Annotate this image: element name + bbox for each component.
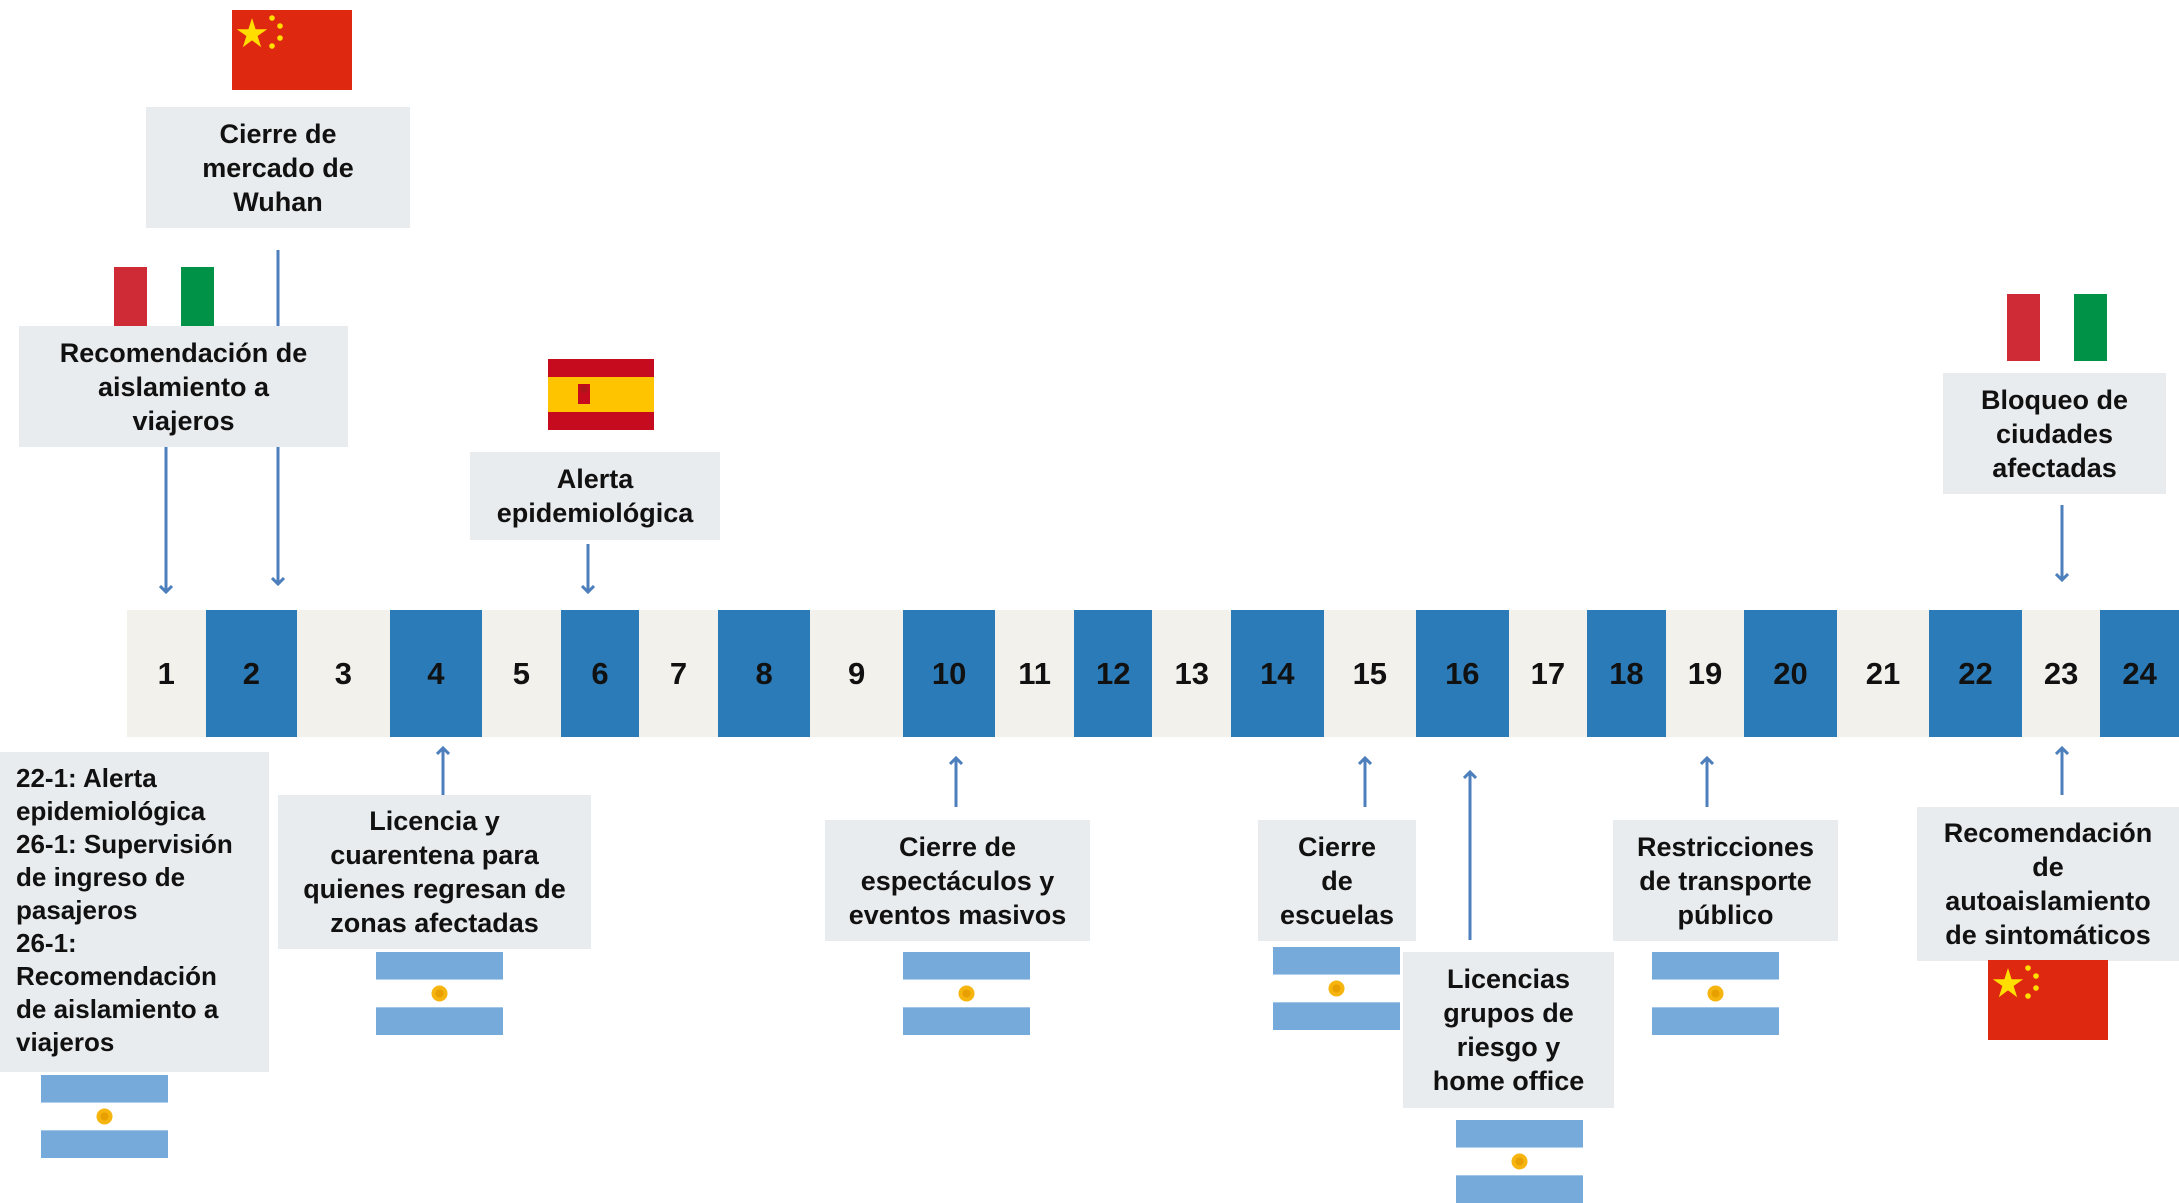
event-text-line: espectáculos y (860, 865, 1055, 896)
event-text-line: de (2032, 852, 2064, 882)
timeline-day-19: 19 (1665, 610, 1745, 737)
event-text-line: de ingreso de (16, 862, 186, 892)
china-flag (232, 10, 352, 90)
event-text-line: aislamiento a (97, 371, 270, 402)
timeline-day-16: 16 (1416, 610, 1509, 737)
event-box-self-isolation: Recomendación de autoaislamiento de sintomá… (1917, 807, 2179, 961)
spain-flag (548, 359, 654, 430)
event-text-line: de aislamiento a (16, 994, 219, 1024)
event-text-line: autoaislamiento (1945, 886, 2151, 916)
event-text-line: pasajeros (16, 895, 138, 925)
timeline-day-18: 18 (1587, 610, 1666, 737)
timeline-day-22: 22 (1929, 610, 2022, 737)
timeline-day-4: 4 (389, 610, 483, 737)
china-flag (1988, 960, 2108, 1040)
event-text-line: público (1677, 899, 1774, 930)
event-text-line: grupos de (1443, 998, 1574, 1028)
event-text-line: mercado de (202, 152, 354, 183)
event-text-line: cuarentena para (330, 840, 539, 870)
event-text-line: Bloqueo de (1981, 384, 2128, 415)
event-box-epidemic-alert-spain: Alerta epidemiológica (470, 452, 720, 540)
event-text-line: 26-1: (16, 928, 77, 958)
event-text-line: Licencias (1446, 964, 1571, 994)
timeline-day-3: 3 (297, 610, 390, 737)
timeline-day-5: 5 (482, 610, 561, 737)
event-text-line: escuelas (1279, 899, 1395, 930)
timeline-day-2: 2 (205, 610, 298, 737)
event-text-line: Cierre de (898, 831, 1017, 862)
timeline-day-14: 14 (1231, 610, 1324, 737)
argentina-flag (376, 952, 503, 1035)
event-text-line: viajeros (16, 1027, 115, 1057)
event-text-line: afectadas (1992, 452, 2117, 483)
event-box-quarantine-returnees: Licencia y cuarentena para quienes regresa… (278, 795, 591, 949)
timeline-day-21: 21 (1836, 610, 1930, 737)
argentina-flag (1652, 952, 1779, 1035)
event-text-line: de (1321, 865, 1353, 896)
event-box-risk-groups: Licencias grupos de riesgo y home office (1403, 952, 1614, 1108)
timeline-day-11: 11 (995, 610, 1074, 737)
event-text-line: Cierre de (219, 118, 337, 149)
event-text-line: de sintomáticos (1945, 920, 2151, 950)
timeline-day-24: 24 (2100, 610, 2179, 737)
event-text-line: riesgo y (1456, 1032, 1561, 1062)
event-text-line: viajeros (132, 405, 235, 436)
event-text-line: Recomendación de (59, 337, 308, 368)
italy-flag (114, 267, 214, 334)
event-text-line: zonas afectadas (330, 908, 539, 938)
event-text-line: Recomendación (16, 961, 217, 991)
timeline-day-13: 13 (1152, 610, 1232, 737)
timeline-day-15: 15 (1323, 610, 1417, 737)
event-text-line: epidemiológica (16, 796, 206, 826)
event-text-line: epidemiológica (496, 498, 694, 528)
italy-flag (2007, 294, 2107, 361)
event-text-line: Restricciones (1636, 831, 1815, 862)
timeline-day-10: 10 (902, 610, 996, 737)
timeline-day-7: 7 (639, 610, 718, 737)
event-text-line: 26-1: Supervisión (16, 829, 233, 859)
event-text-line: Cierre (1297, 831, 1377, 862)
event-text-line: ciudades (1995, 418, 2114, 449)
timeline-day-17: 17 (1508, 610, 1588, 737)
timeline-day-20: 20 (1744, 610, 1837, 737)
event-text-line: de transporte (1639, 865, 1812, 896)
argentina-flag (903, 952, 1030, 1035)
timeline-day-6: 6 (560, 610, 640, 737)
event-text-line: quienes regresan de (303, 874, 566, 904)
event-text-line: Alerta (556, 464, 634, 494)
timeline-day-23: 23 (2021, 610, 2101, 737)
event-text-line: home office (1432, 1066, 1585, 1096)
event-text-line: Licencia y (369, 806, 500, 836)
event-text-line: 22-1: Alerta (16, 763, 157, 793)
argentina-flag (1273, 947, 1400, 1030)
timeline-day-8: 8 (717, 610, 811, 737)
timeline-day-1: 1 (127, 610, 206, 737)
event-text-line: Recomendación (1943, 818, 2153, 848)
argentina-flag (41, 1075, 168, 1158)
timeline-day-9: 9 (810, 610, 903, 737)
event-text-line: eventos masivos (848, 899, 1067, 930)
event-text-line: Wuhan (233, 186, 323, 217)
argentina-flag (1456, 1120, 1583, 1203)
timeline-day-12: 12 (1073, 610, 1153, 737)
